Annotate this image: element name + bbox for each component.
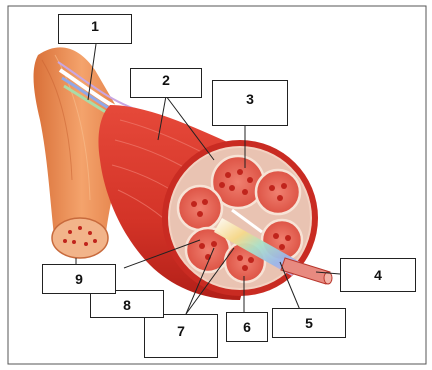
- label-6-text: 6: [243, 319, 251, 335]
- label-8-text: 8: [123, 297, 131, 313]
- label-3: 3: [212, 80, 288, 126]
- label-5: 5: [272, 308, 346, 338]
- label-4: 4: [340, 258, 416, 292]
- label-9-text: 9: [75, 271, 83, 287]
- label-5-text: 5: [305, 315, 313, 331]
- label-2-text: 2: [162, 72, 170, 88]
- label-8: 8: [90, 290, 164, 318]
- label-3-text: 3: [246, 91, 254, 107]
- label-7-text: 7: [177, 323, 185, 339]
- label-9: 9: [42, 264, 116, 294]
- label-1-text: 1: [91, 18, 99, 34]
- label-2: 2: [130, 68, 202, 98]
- label-1: 1: [58, 14, 132, 44]
- label-4-text: 4: [374, 267, 382, 283]
- label-6: 6: [226, 312, 268, 342]
- label-7: 7: [144, 314, 218, 358]
- tendon-cross-section: [52, 218, 108, 258]
